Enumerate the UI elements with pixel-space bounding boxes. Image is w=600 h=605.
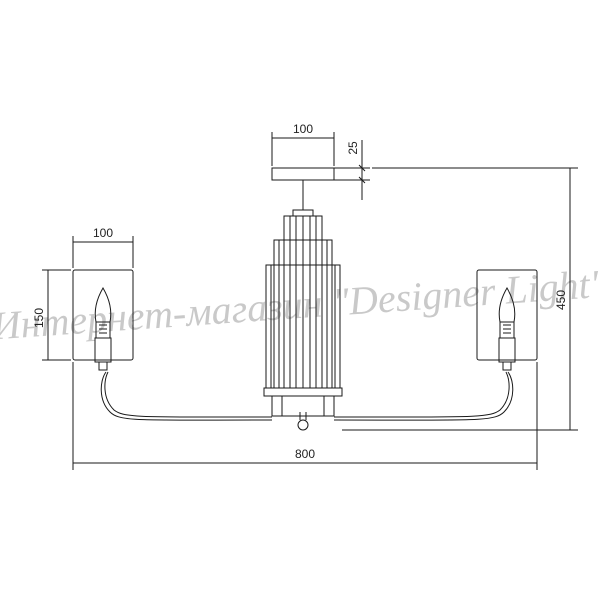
central-body <box>263 209 343 431</box>
left-shade <box>72 269 134 371</box>
label-top-canopy-width: 100 <box>293 122 313 136</box>
dim-total-height <box>342 167 578 431</box>
right-arm-inner <box>333 371 510 418</box>
dim-shade-height <box>42 269 71 361</box>
label-shade-height: 150 <box>32 308 46 328</box>
dim-shade-width <box>72 236 134 268</box>
right-arm <box>333 371 514 421</box>
right-shade <box>476 269 538 371</box>
label-total-width: 800 <box>295 447 315 461</box>
dim-top-canopy-width <box>271 132 335 166</box>
label-total-height: 450 <box>554 290 568 310</box>
left-arm-inner <box>104 371 273 418</box>
label-canopy-height: 25 <box>346 141 360 155</box>
dim-total-width <box>72 362 538 470</box>
dim-canopy-height <box>334 140 370 200</box>
ceiling-canopy <box>271 167 335 181</box>
left-arm <box>100 371 273 421</box>
watermark-text: Интернет-магазин "Designer Light" <box>0 261 600 349</box>
label-shade-width: 100 <box>93 226 113 240</box>
